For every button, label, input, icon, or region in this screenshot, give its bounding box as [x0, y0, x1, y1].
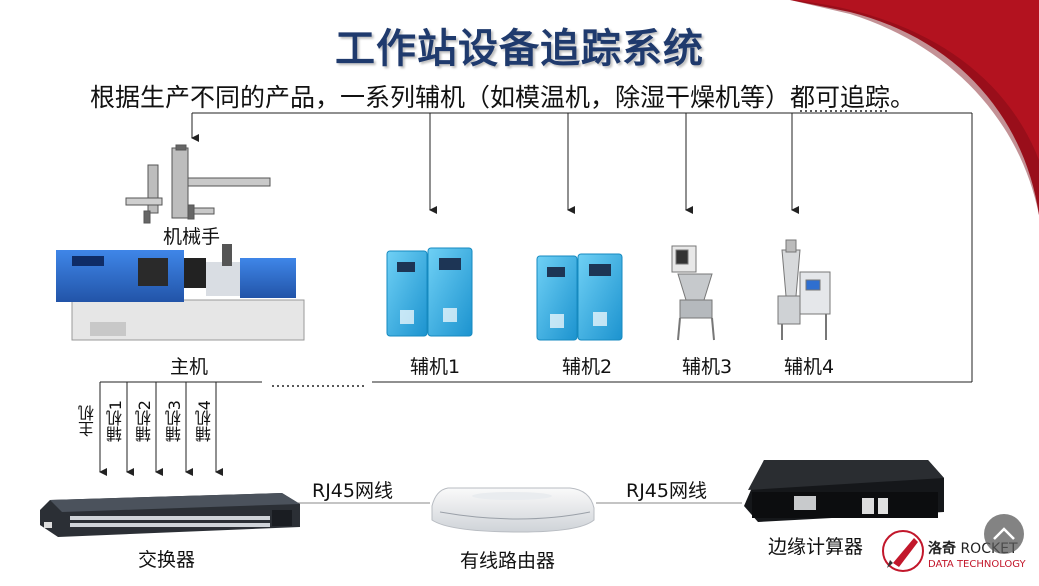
router-image [431, 487, 595, 533]
host-label: 主机 [170, 356, 209, 378]
aux1-label: 辅机1 [410, 356, 461, 378]
aux2-label: 辅机2 [562, 356, 613, 378]
robot-arm-image [125, 144, 271, 224]
chevron-up-icon [993, 527, 1015, 540]
aux3-image [671, 245, 715, 341]
aux3-label: 辅机3 [682, 356, 733, 378]
router-label: 有线路由器 [460, 550, 556, 572]
switch-port-label: 辅机1 [106, 400, 125, 443]
host-machine-image [56, 244, 305, 341]
rocket-logo-icon [882, 530, 924, 572]
aux4-label: 辅机4 [784, 356, 835, 378]
switch-port-label: 辅机2 [135, 400, 154, 443]
edge-computer-image [744, 460, 944, 522]
corner-swoosh [790, 0, 1039, 215]
aux1-image [386, 247, 473, 337]
switch-port-label: 主机 [78, 405, 97, 437]
subtitle: 根据生产不同的产品，一系列辅机（如模温机，除湿干燥机等）都可追踪。 [90, 83, 916, 112]
cable-label-right: RJ45网线 [626, 480, 707, 502]
scroll-up-button[interactable] [984, 514, 1024, 554]
edge-computer-label: 边缘计算器 [768, 536, 864, 558]
cable-label-left: RJ45网线 [312, 480, 393, 502]
aux2-image [536, 253, 623, 341]
robot-label: 机械手 [163, 226, 221, 248]
brand-tagline: DATA TECHNOLOGY [928, 559, 1026, 570]
brand-name-cn: 洛奇 [928, 541, 956, 557]
switch-label: 交换器 [138, 549, 196, 571]
switch-port-label: 辅机4 [195, 400, 214, 443]
switch-port-label: 辅机3 [165, 400, 184, 443]
switch-image [40, 493, 300, 537]
feedback-loop [99, 112, 973, 476]
page-title: 工作站设备追踪系统 [335, 26, 704, 72]
aux4-image [777, 239, 831, 340]
